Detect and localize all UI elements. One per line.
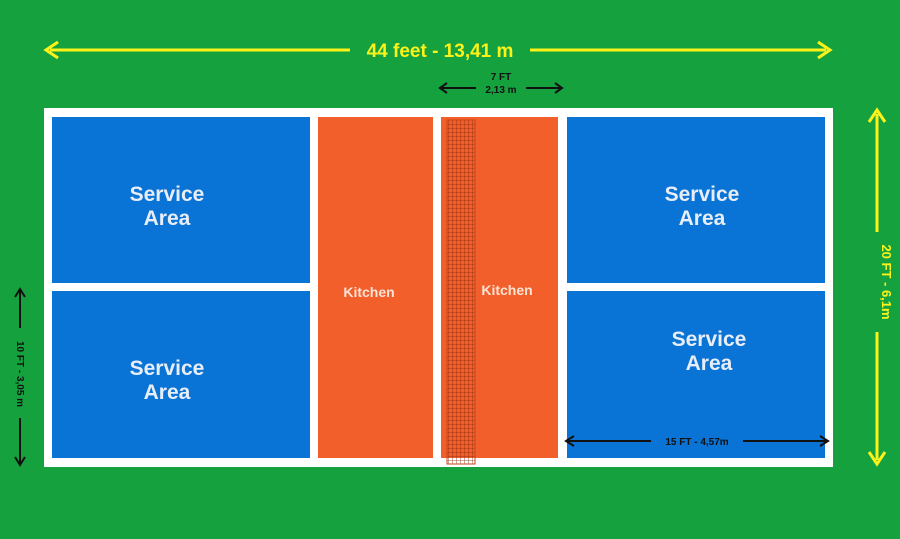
length-label: 44 feet - 13,41 m [367,41,514,62]
width-label: 20 FT - 6,1m [879,244,894,319]
service-area-top-left [52,117,310,283]
net [446,119,476,465]
service-area-label: Service [672,328,747,351]
service-area-label: Service [130,357,205,380]
kitchen-depth-m-label: 2,13 m [485,85,516,96]
width-dimension: 20 FT - 6,1m [867,107,894,467]
service-length-dimension: 15 FT - 4,57m [564,433,830,449]
service-area-label: Area [679,207,726,230]
service-area-bottom-left [52,291,310,458]
kitchen-left [318,117,433,458]
kitchen-label-left: Kitchen [343,284,394,300]
service-area-label: Service [130,183,205,206]
service-area-label: Area [686,352,733,375]
service-area-bottom-right [567,291,825,458]
length-dimension: 44 feet - 13,41 m [43,40,833,62]
kitchen-depth-ft-label: 7 FT [491,72,512,83]
service-width-label: 10 FT - 3,05 m [14,341,25,407]
service-length-label: 15 FT - 4,57m [665,437,728,448]
kitchen-label-right: Kitchen [481,282,532,298]
service-width-dimension: 10 FT - 3,05 m [12,287,28,467]
service-area-label: Area [144,207,191,230]
service-area-label: Service [665,183,740,206]
service-area-label: Area [144,381,191,404]
service-area-top-right [567,117,825,283]
kitchen-depth-dimension: 7 FT 2,13 m [438,72,564,96]
